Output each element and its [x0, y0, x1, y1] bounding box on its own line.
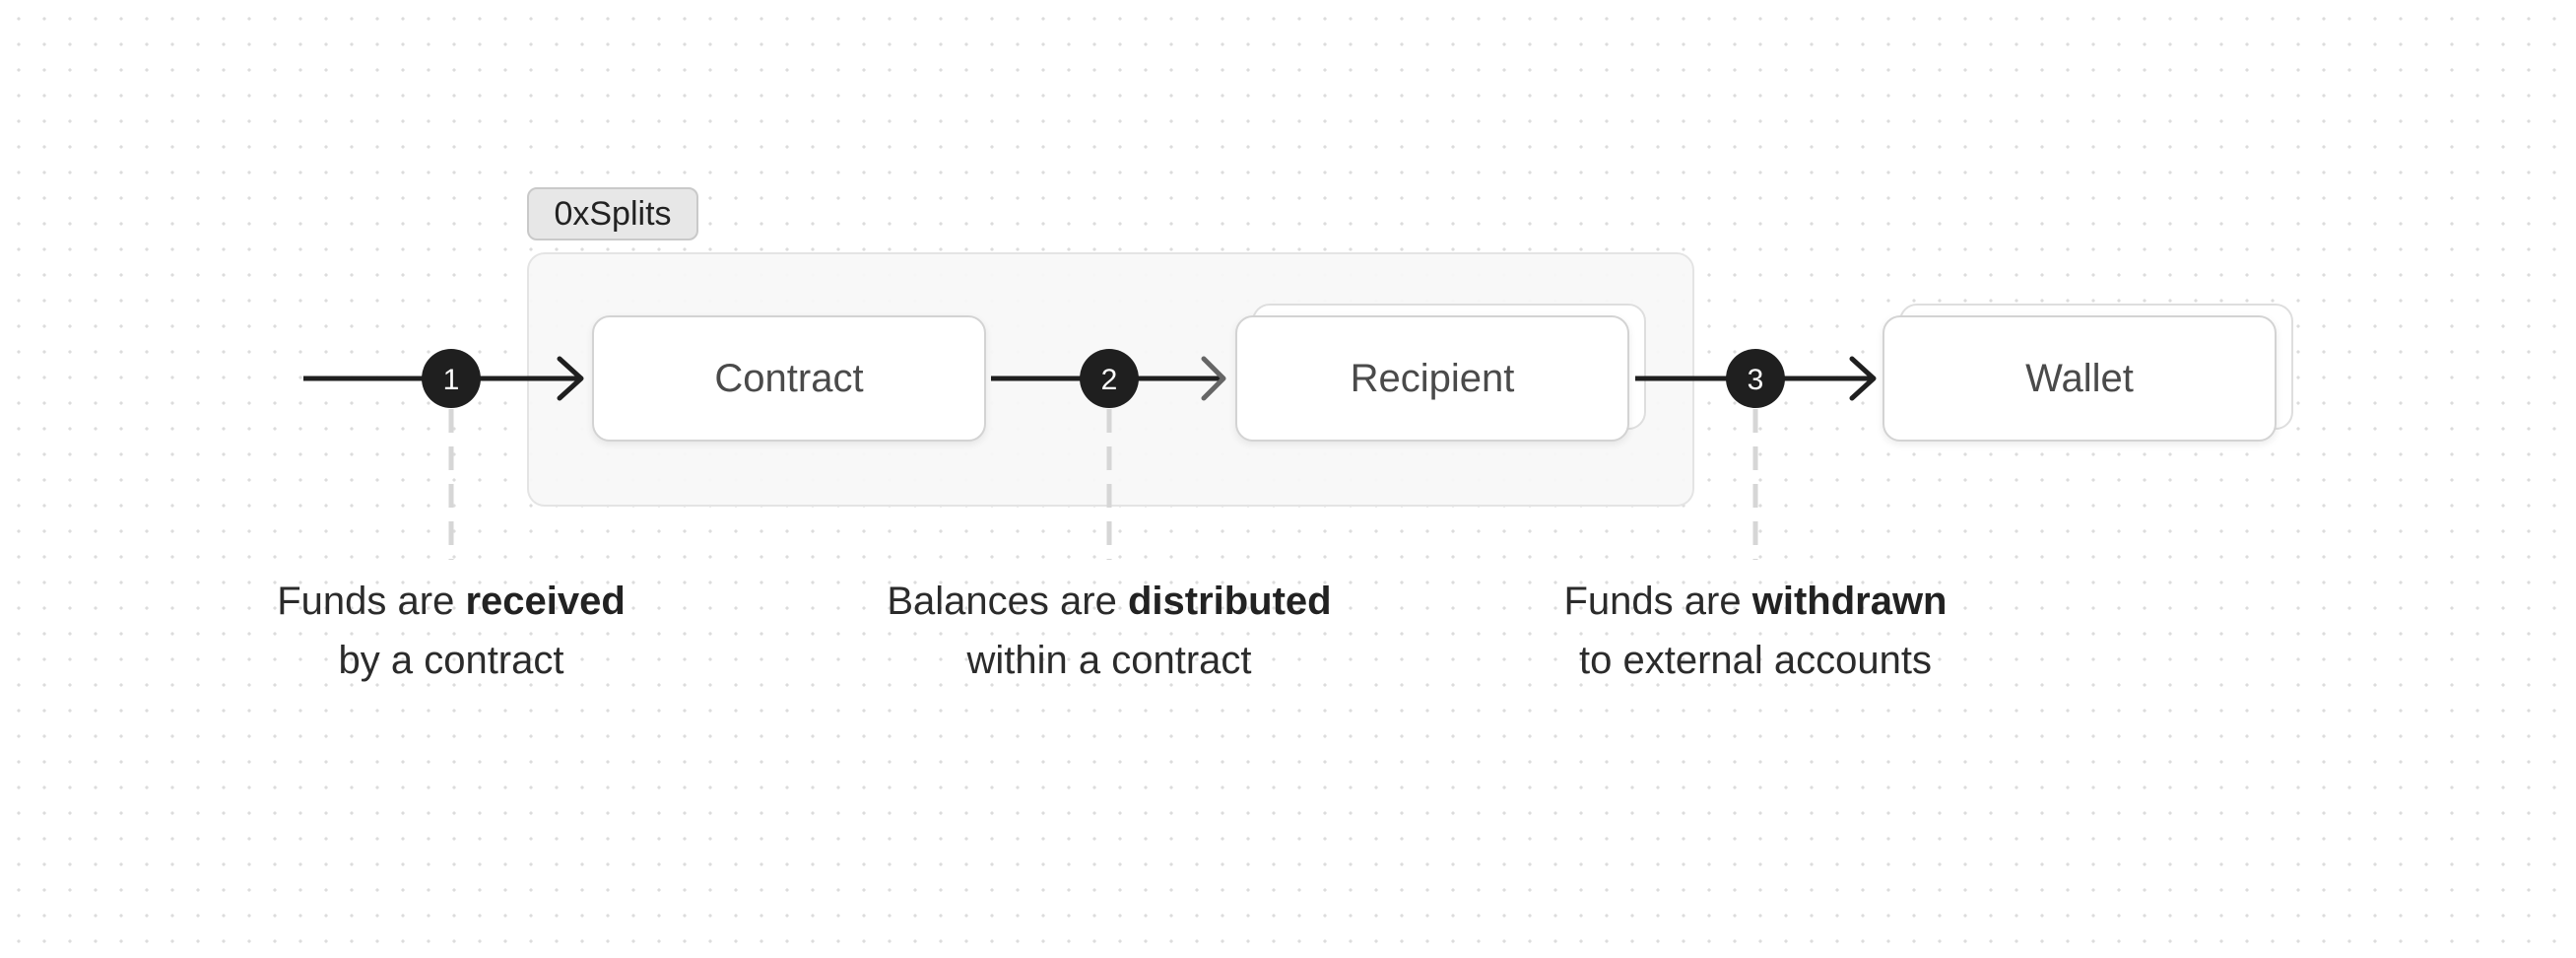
step-3-number: 3	[1748, 364, 1764, 396]
step-2-badge: 2	[1080, 349, 1139, 408]
step-2-caption-line2: within a contract	[966, 639, 1252, 682]
step-3-caption-line1: Funds are withdrawn	[1563, 580, 1948, 623]
step-2-caption: Balances are distributed within a contra…	[804, 572, 1415, 690]
step-3-caption-line2: to external accounts	[1579, 639, 1932, 682]
step-1-caption-line1: Funds are received	[277, 580, 626, 623]
step-1-caption-line2: by a contract	[338, 639, 564, 682]
wallet-node: Wallet	[1882, 315, 2277, 442]
recipient-node: Recipient	[1235, 315, 1629, 442]
step-1-number: 1	[443, 364, 460, 396]
splits-group-label: 0xSplits	[527, 187, 698, 240]
step-2-caption-line1: Balances are distributed	[887, 580, 1332, 623]
contract-node: Contract	[592, 315, 986, 442]
step-1-caption: Funds are received by a contract	[146, 572, 757, 690]
step-2-number: 2	[1101, 364, 1118, 396]
step-3-caption: Funds are withdrawn to external accounts	[1450, 572, 2061, 690]
step-1-badge: 1	[422, 349, 481, 408]
step-3-badge: 3	[1726, 349, 1785, 408]
